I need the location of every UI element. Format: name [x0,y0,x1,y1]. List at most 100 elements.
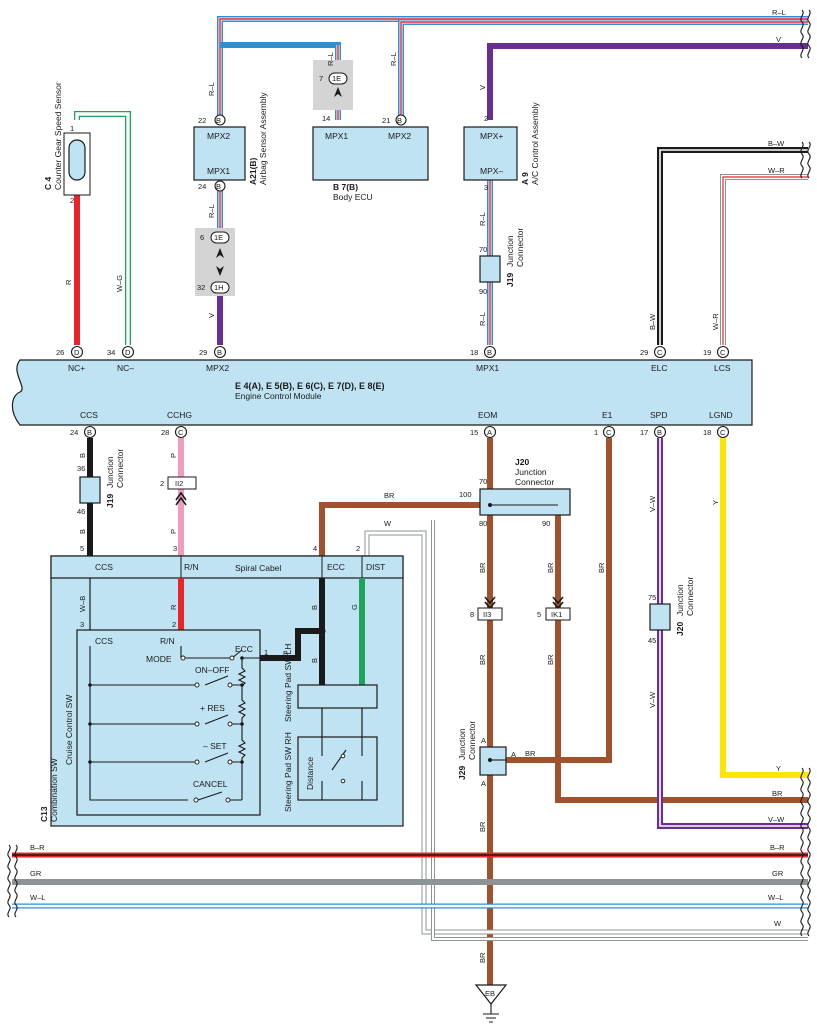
wire-label: B–R [30,843,45,852]
pin-70: 70 [479,477,487,486]
wire-label: R–L [207,82,216,96]
ecm-title: E 4(A), E 5(B), E 6(C), E 7(D), E 8(E) [235,381,385,391]
j19-code: J19 [105,494,115,508]
junction-j20-top: J20 Junction Connector 70 100 80 90 [459,457,571,528]
wire-y-lgnd [720,438,808,778]
wire-label: W–B [78,596,87,612]
steer-lh-name: Steering Pad SW LH [283,644,293,722]
spiral-name: Spiral Cabel [235,563,281,573]
wire-wr-lcs [720,174,808,345]
pin-mpx-plus: MPX+ [480,131,503,141]
wire-label: W–R [711,313,720,330]
pin-1: 1 [264,648,268,657]
pin-mpx-minus: MPX– [480,166,503,176]
pin-3: 3 [173,544,177,553]
wire-v-ac [487,43,808,120]
wire-br-e1 [500,438,612,763]
pin-3: 3 [484,183,488,192]
label-cancel: CANCEL [193,779,228,789]
wire-labels-vertical: R–L R–L R–L V R–L V R–L R–L R W–G B–W W–… [64,52,720,963]
wire-label: GR [30,869,42,878]
pin-b: B [217,348,222,357]
pin-29: 29 [199,348,207,357]
connector-ik1: IK1 5 [537,596,571,621]
pin-a: A [511,750,516,759]
pin-90: 90 [479,287,487,296]
pin-28: 28 [161,428,169,437]
ac-code: A 9 [520,172,530,185]
connector-label: Connector [515,228,525,267]
ecm-pin-cchg: CCHG [167,410,192,420]
connector-1e: 1E [214,233,223,242]
pin-3: 3 [80,620,84,629]
wire-label: W–L [30,893,45,902]
wire-label: B [78,529,87,534]
wire-label: P [169,529,178,534]
pin-29: 29 [640,348,648,357]
pin-a: A [481,736,486,745]
ecm-pin-lcs: LCS [714,363,731,373]
pin-21: 21 [382,116,390,125]
combsw-name: Combination SW [49,758,59,822]
pin-b: B [397,116,402,125]
wire-label: BR [525,749,536,758]
ecm-pin-spd: SPD [650,410,667,420]
pin-c: C [720,428,726,437]
pin-14: 14 [322,114,330,123]
pin-d: D [125,348,131,357]
pin-c: C [606,428,612,437]
ecm-pin-mpx1: MPX1 [476,363,499,373]
pin-mpx2: MPX2 [388,131,411,141]
ecm-top-pins [70,345,730,359]
pin-label: 2 [70,196,74,205]
label-mode: MODE [146,654,172,664]
wire-label: R–L [772,8,786,17]
pin-45: 45 [648,636,656,645]
connector-ii2-label: II2 [175,479,183,488]
connector-label: Connector [515,477,554,487]
pin-a: A [487,428,492,437]
speed-sensor: 1 2 C 4 Counter Gear Speed Sensor [43,82,91,205]
pin-36: 36 [77,464,85,473]
pin-80: 80 [479,519,487,528]
wire-label: R–L [207,204,216,218]
ecm-pin-ccs: CCS [80,410,98,420]
airbag-name: Airbag Sensor Assembly [258,92,268,185]
connector-ii3: II3 8 [470,596,503,621]
junction-label: Junction [675,584,685,616]
pin-19: 19 [703,348,711,357]
pin-mpx1: MPX1 [325,131,348,141]
steering-pad-sw-lh: Steering Pad SW LH [283,644,378,722]
pin-5: 5 [80,544,84,553]
bodyecu-code: B 7(B) [333,182,358,192]
connector-label: Connector [685,577,695,616]
junction-j19-upper: 70 90 J19 Junction Connector [479,228,525,296]
label-rn: R/N [160,636,175,646]
pin-2: 2 [172,620,176,629]
junction-label: Junction [105,456,115,488]
wire-label: B [310,658,319,663]
pin-2: 2 [484,114,488,123]
pin-c: C [657,348,663,357]
wire-label: W–G [115,275,124,292]
wire-label: V–W [648,495,657,512]
pin-18: 18 [703,428,711,437]
wire-label: B [283,649,288,658]
wire-label: R [64,279,73,285]
wire-label: V [478,85,487,90]
steering-pad-sw-rh: Distance Steering Pad SW RH [283,732,378,812]
pin-70: 70 [479,245,487,254]
wire-br-ecc [319,502,490,560]
connector-label: Connector [467,721,477,760]
wire-label: Y [711,500,720,505]
wire-label: W–R [768,166,785,175]
pin-7: 7 [319,74,323,83]
ground-label: EB [485,989,495,998]
wire-label: Y [776,764,781,773]
wire-label: B [78,453,87,458]
ecm-bottom-pins [83,425,730,439]
bodyecu-name: Body ECU [333,192,373,202]
wire-rl-bodyecu [398,19,808,120]
j19-code: J19 [505,273,515,287]
pin-17: 17 [640,428,648,437]
